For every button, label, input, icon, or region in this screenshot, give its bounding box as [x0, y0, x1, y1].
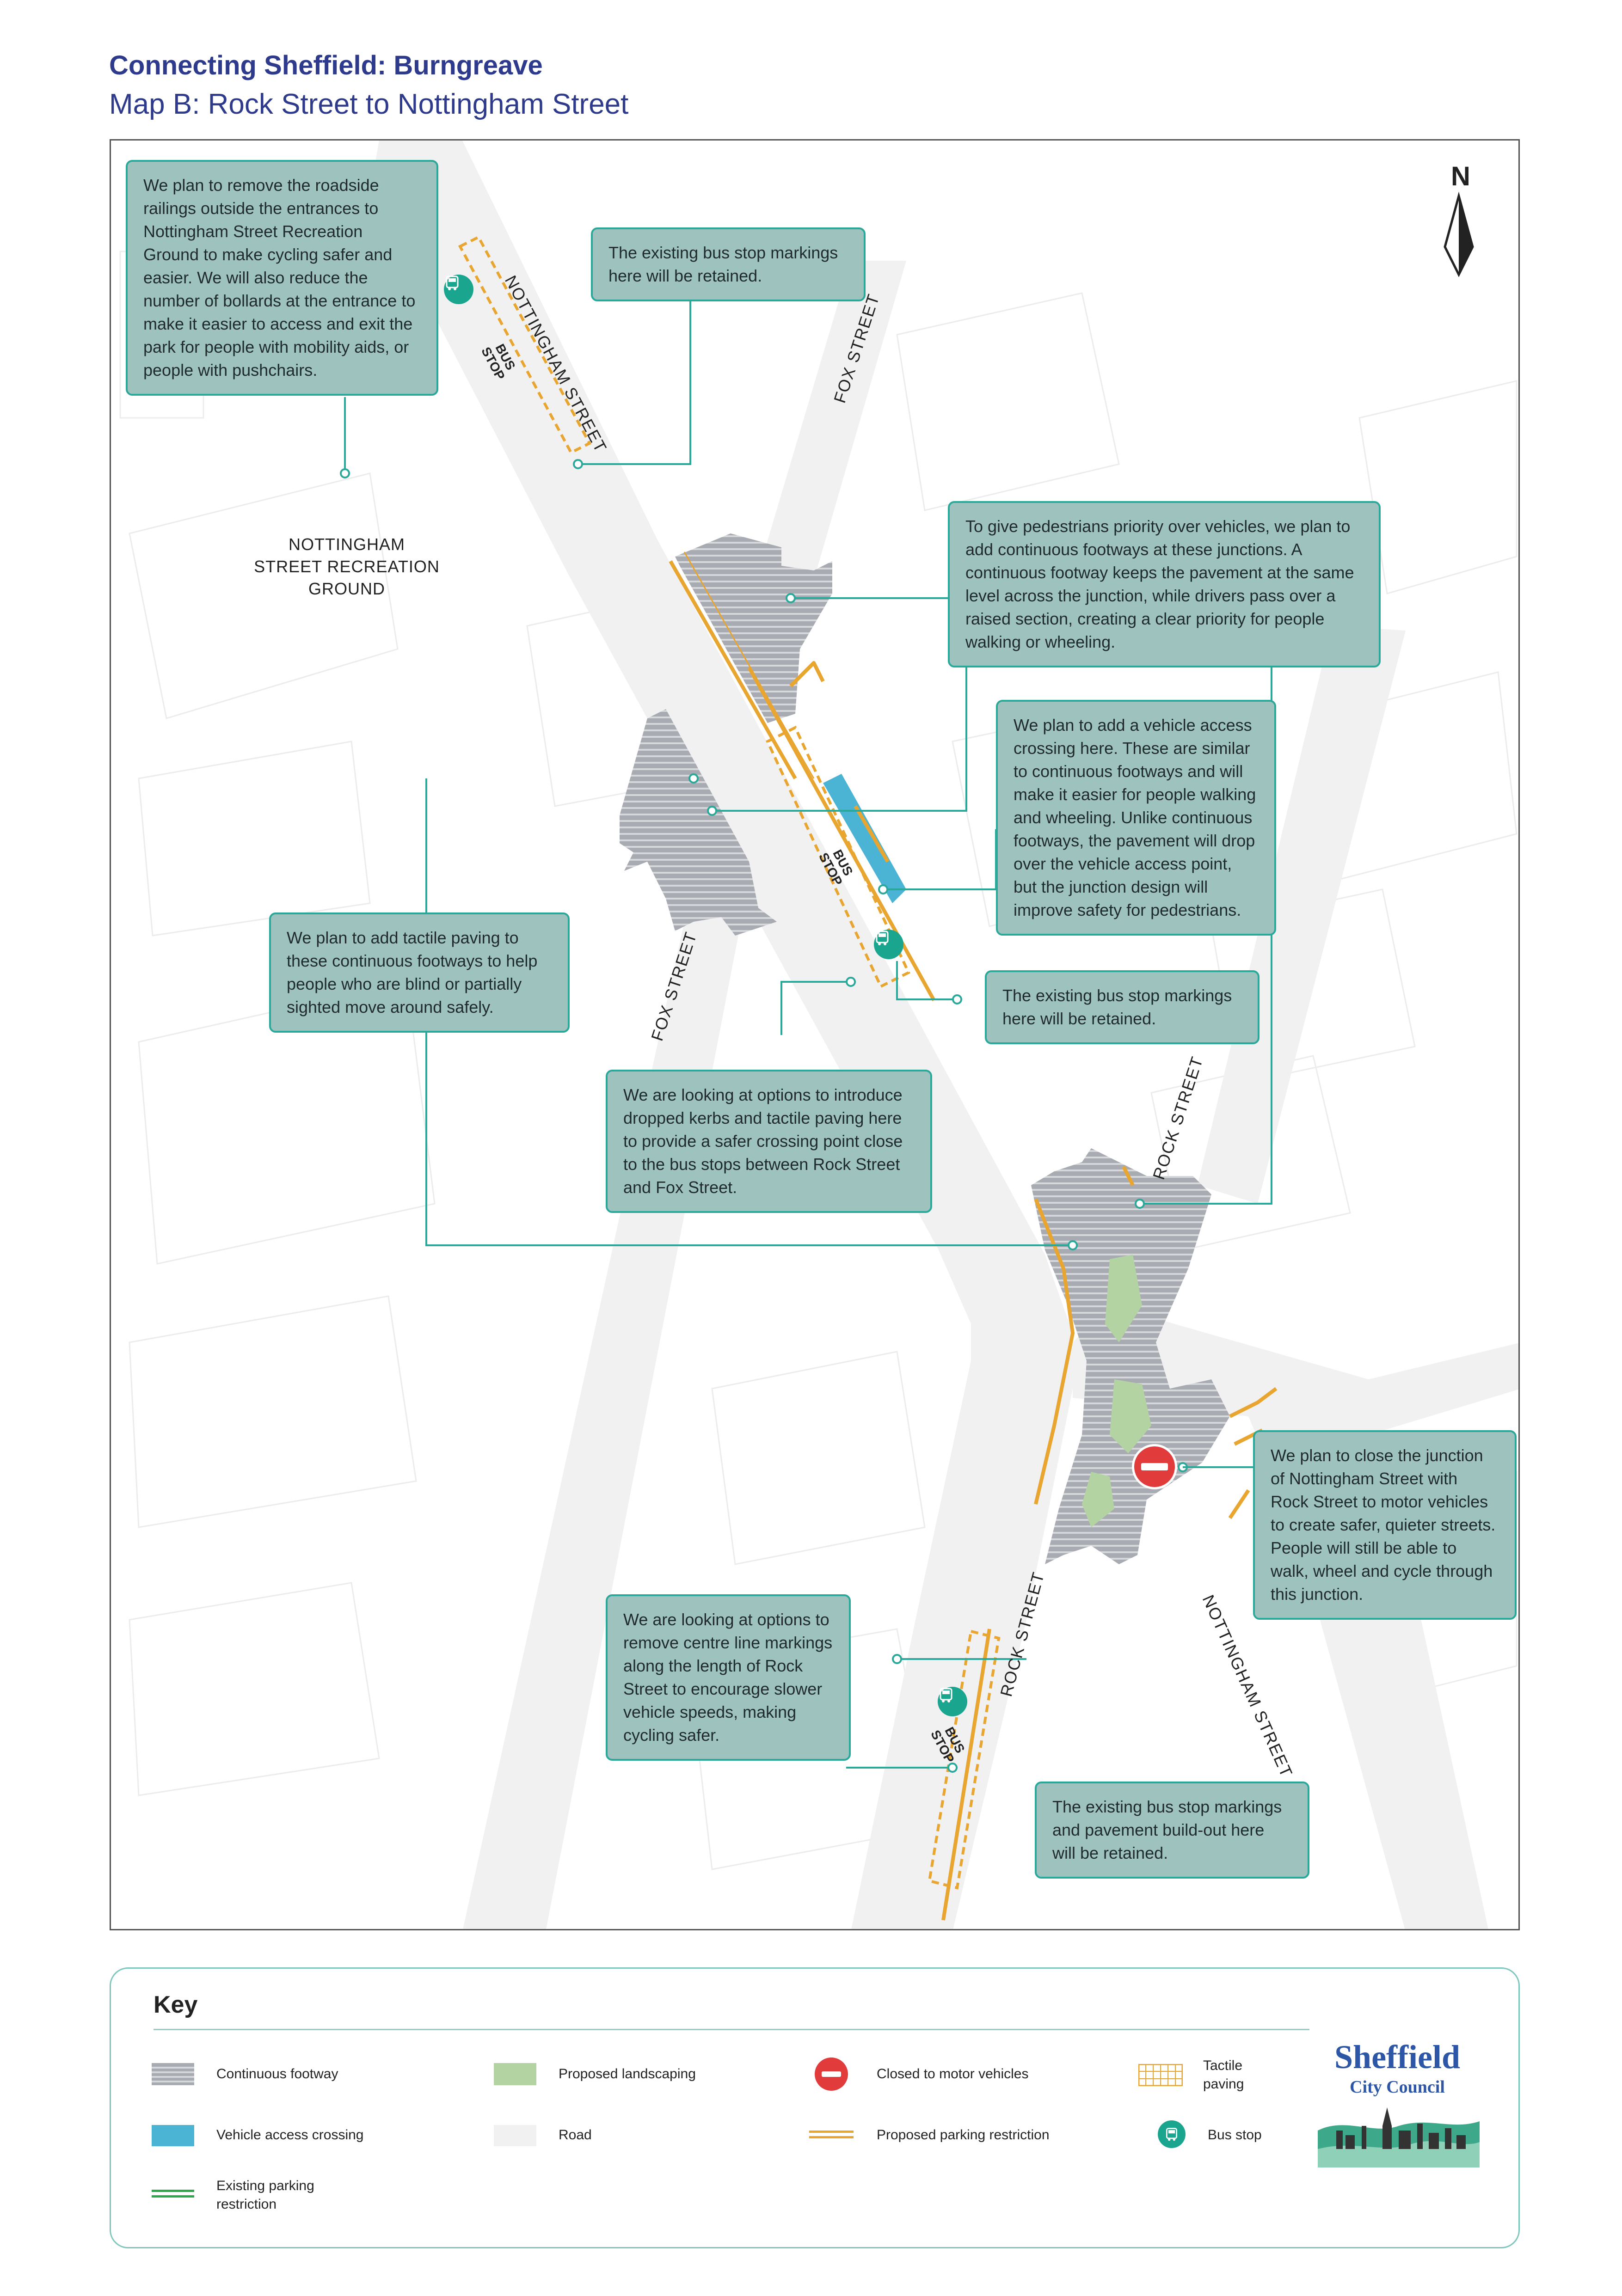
swatch-proposed-parking	[809, 2131, 854, 2138]
bus-stop-icon	[938, 1687, 967, 1716]
swatch-vehicle-access	[152, 2125, 194, 2146]
closed-to-motor-vehicles-icon	[1132, 1444, 1177, 1489]
landscaping	[1082, 1255, 1151, 1527]
bus-stop-icon	[874, 930, 903, 959]
key-label-tactile: Tactile paving	[1203, 2058, 1244, 2092]
bus-stop-icon	[1158, 2120, 1186, 2148]
bus-stop-markings	[458, 235, 1001, 1890]
bus-stop-icon	[444, 275, 473, 304]
key-divider	[154, 2029, 1309, 2030]
map-panel: N NOTTINGHAM STREET RECREATION GROUND NO…	[110, 139, 1520, 1930]
key-label-closed: Closed to motor vehicles	[877, 2066, 1029, 2082]
callout-tactile: We plan to add tactile paving to these c…	[269, 912, 570, 1033]
page-title: Connecting Sheffield: Burngreave	[109, 50, 543, 80]
city-skyline-icon	[1318, 2107, 1480, 2167]
north-arrow-icon	[1444, 191, 1474, 277]
key-label-vehicle-access: Vehicle access crossing	[216, 2127, 364, 2143]
recreation-ground-label: NOTTINGHAM STREET RECREATION GROUND	[254, 535, 440, 598]
key-label-landscaping: Proposed landscaping	[559, 2066, 696, 2082]
swatch-continuous-footway	[152, 2063, 194, 2085]
key-label-proposed-parking: Proposed parking restriction	[877, 2127, 1050, 2143]
callout-bus-retained-mid: The existing bus stop markings here will…	[985, 970, 1260, 1044]
logo-name: Sheffield	[1334, 2039, 1460, 2076]
continuous-footways	[620, 533, 1230, 1564]
key-label-continuous-footway: Continuous footway	[216, 2066, 338, 2082]
roads	[370, 141, 1518, 1929]
key-label-road: Road	[559, 2127, 592, 2143]
callout-continuous-footways: To give pedestrians priority over vehicl…	[948, 501, 1381, 667]
closed-to-motor-vehicles-icon	[815, 2057, 848, 2091]
callout-vehicle-access: We plan to add a vehicle access crossing…	[996, 700, 1276, 936]
leader-dots	[340, 459, 1188, 1773]
sheffield-city-council-logo: Sheffield City Council	[1313, 2038, 1480, 2167]
swatch-road	[494, 2125, 536, 2146]
footway-fox-bottom	[620, 709, 777, 936]
key-label-bus-stop: Bus stop	[1208, 2127, 1262, 2143]
key-title: Key	[154, 1991, 198, 2018]
logo-sub: City Council	[1350, 2077, 1445, 2097]
callout-bus-retained-top: The existing bus stop markings here will…	[591, 227, 866, 301]
callout-railings: We plan to remove the roadside railings …	[126, 160, 438, 396]
callout-centre-line: We are looking at options to remove cent…	[606, 1594, 851, 1761]
page-subtitle: Map B: Rock Street to Nottingham Street	[109, 88, 629, 120]
swatch-landscaping	[494, 2063, 536, 2085]
key-label-existing-parking: Existing parking restriction	[216, 2178, 314, 2212]
north-label: N	[1451, 161, 1470, 191]
swatch-tactile	[1138, 2064, 1183, 2086]
callout-dropped-kerbs: We are looking at options to introduce d…	[606, 1070, 932, 1213]
footway-fox-top	[675, 533, 832, 723]
footway-rock	[1031, 1148, 1230, 1564]
vehicle-access-crossing	[823, 774, 906, 903]
swatch-existing-parking	[152, 2190, 194, 2198]
callout-bus-buildout: The existing bus stop markings and pavem…	[1035, 1782, 1309, 1879]
callout-close-junction: We plan to close the junction of Notting…	[1253, 1430, 1517, 1620]
map-key: Key Continuous footway Vehicle access cr…	[110, 1967, 1520, 2248]
